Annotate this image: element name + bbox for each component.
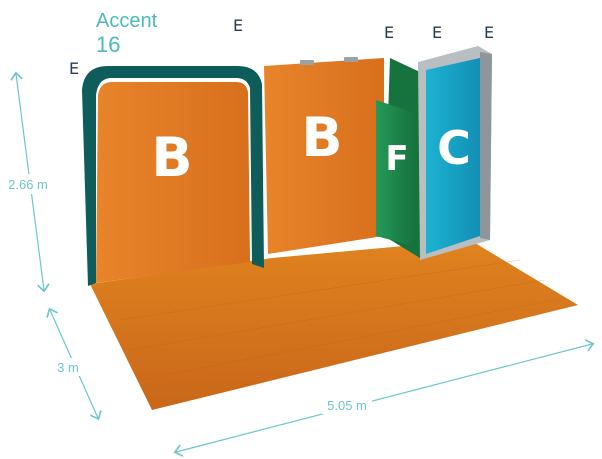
depth-dimension-label: 3 m bbox=[57, 360, 79, 375]
tower-c-side bbox=[480, 52, 492, 240]
panel-c bbox=[426, 58, 480, 254]
panel-b-left-letter: B bbox=[151, 126, 192, 189]
light-fixture bbox=[300, 60, 314, 65]
panel-b-middle-letter: B bbox=[301, 106, 342, 169]
width-dimension-arrow bbox=[176, 344, 592, 452]
callout-e-top: E bbox=[233, 16, 243, 35]
panel-c-letter: C bbox=[437, 121, 471, 175]
width-dimension-label: 5.05 m bbox=[327, 398, 367, 413]
panel-b-middle bbox=[264, 58, 384, 254]
callout-e-frame: E bbox=[432, 23, 442, 42]
product-name: Accent bbox=[96, 10, 158, 32]
callout-e-left: E bbox=[69, 59, 79, 78]
product-number: 16 bbox=[96, 32, 120, 57]
panel-f bbox=[376, 100, 414, 246]
panel-f-letter: F bbox=[385, 139, 408, 179]
callout-e-blue: E bbox=[484, 23, 494, 42]
callout-e-green: E bbox=[384, 23, 394, 42]
light-fixture bbox=[344, 57, 358, 62]
panel-b-left bbox=[96, 82, 250, 283]
height-dimension-label: 2.66 m bbox=[8, 177, 48, 192]
